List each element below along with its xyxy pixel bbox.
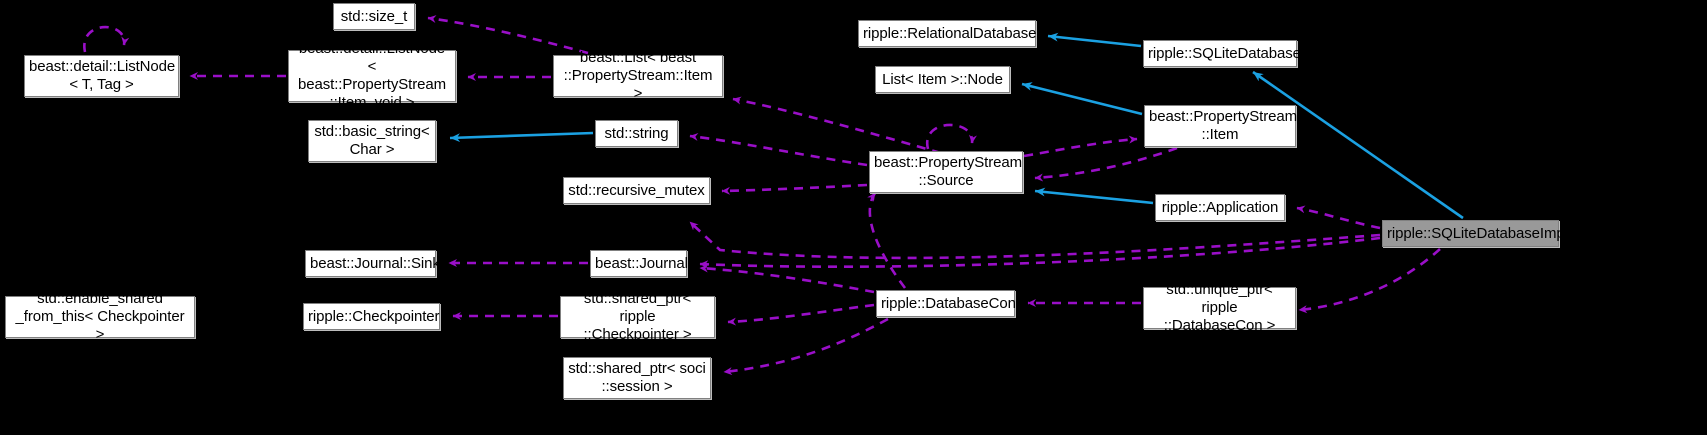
class-node-label: beast::detail::ListNode < T, Tag > bbox=[29, 58, 176, 93]
edge-dbcon-to-soci bbox=[723, 317, 889, 376]
class-node-label: std::enable_shared _from_this< Checkpoin… bbox=[15, 290, 185, 343]
usage-edges bbox=[83, 15, 1441, 376]
class-node-label: ripple::SQLiteDatabase bbox=[1148, 44, 1301, 62]
class-node-label: List< Item >::Node bbox=[882, 70, 1003, 88]
class-node-label: beast::Journal bbox=[595, 254, 688, 272]
edge-source-to-item bbox=[1023, 135, 1138, 158]
edge-imp-to-sqlitedb bbox=[1252, 70, 1464, 220]
class-node-label: beast::Journal::Sink bbox=[310, 254, 440, 272]
class-node-label: std::size_t bbox=[340, 7, 408, 25]
edge-imp-to-mutex bbox=[689, 221, 1381, 260]
class-node-std-string[interactable]: std::string bbox=[595, 120, 678, 147]
edge-source-to-list bbox=[732, 96, 942, 155]
edge-item-to-listnode bbox=[1021, 82, 1143, 116]
class-node-std-unique-ptr-databasecon[interactable]: std::unique_ptr< ripple ::DatabaseCon > bbox=[1143, 281, 1296, 334]
class-node-beast-detail-listnode[interactable]: beast::detail::ListNode < T, Tag > bbox=[24, 55, 179, 97]
edge-string-to-basicstring bbox=[449, 131, 594, 143]
edge-source-to-string bbox=[689, 132, 868, 167]
class-node-ripple-application[interactable]: ripple::Application bbox=[1155, 194, 1285, 221]
class-node-std-shared-ptr-soci-session[interactable]: std::shared_ptr< soci ::session > bbox=[563, 357, 711, 399]
edge-imp-to-journal bbox=[699, 236, 1381, 269]
class-node-label: std::shared_ptr< soci ::session > bbox=[568, 360, 706, 395]
edge-sqlitedb-to-relationaldb bbox=[1047, 32, 1142, 48]
class-node-label: beast::PropertyStream ::Item bbox=[1149, 108, 1297, 143]
class-node-beast-list-item[interactable]: beast::List< beast ::PropertyStream::Ite… bbox=[553, 49, 723, 102]
class-node-ripple-relationaldatabase[interactable]: ripple::RelationalDatabase bbox=[858, 20, 1036, 47]
class-node-std-recursive-mutex[interactable]: std::recursive_mutex bbox=[563, 177, 710, 204]
class-node-std-shared-ptr-checkpointer[interactable]: std::shared_ptr< ripple ::Checkpointer > bbox=[560, 290, 715, 343]
class-node-label: ripple::SQLiteDatabaseImp bbox=[1387, 224, 1565, 242]
class-node-label: ripple::Application bbox=[1161, 198, 1279, 216]
class-node-label: std::string bbox=[604, 124, 669, 142]
class-node-label: std::shared_ptr< ripple ::Checkpointer > bbox=[583, 290, 692, 343]
edge-imp-to-application bbox=[1296, 205, 1381, 230]
edge-dbcon-to-source bbox=[867, 192, 907, 289]
edge-dbcon-to-sharedptrcp bbox=[727, 303, 875, 326]
edge-application-to-source bbox=[1034, 187, 1154, 205]
class-node-std-size-t[interactable]: std::size_t bbox=[333, 3, 415, 30]
class-node-label: beast::List< beast ::PropertyStream::Ite… bbox=[563, 49, 713, 102]
class-node-label: std::unique_ptr< ripple ::DatabaseCon > bbox=[1163, 281, 1276, 334]
class-node-ripple-checkpointer[interactable]: ripple::Checkpointer bbox=[303, 303, 440, 330]
class-node-std-enable-shared-from-this[interactable]: std::enable_shared _from_this< Checkpoin… bbox=[5, 290, 195, 343]
class-node-beast-journal-sink[interactable]: beast::Journal::Sink bbox=[305, 250, 440, 277]
class-node-std-basic-string[interactable]: std::basic_string< Char > bbox=[308, 120, 436, 162]
class-node-ripple-sqlitedatabase[interactable]: ripple::SQLiteDatabase bbox=[1143, 40, 1301, 67]
edge-list-to-sizet bbox=[427, 15, 589, 55]
class-node-ripple-sqlitedatabaseimp[interactable]: ripple::SQLiteDatabaseImp bbox=[1382, 220, 1565, 247]
edge-item-to-source bbox=[1034, 146, 1178, 182]
class-node-label: ripple::Checkpointer bbox=[308, 307, 440, 325]
class-node-beast-propertystream-item[interactable]: beast::PropertyStream ::Item bbox=[1144, 105, 1297, 147]
class-node-label: ripple::DatabaseCon bbox=[881, 294, 1016, 312]
class-node-beast-propertystream-source[interactable]: beast::PropertyStream ::Source bbox=[869, 151, 1023, 193]
edge-source-self bbox=[925, 123, 977, 150]
edge-listnode-self bbox=[83, 25, 130, 53]
class-node-label: ripple::RelationalDatabase bbox=[863, 24, 1037, 42]
class-node-ripple-databasecon[interactable]: ripple::DatabaseCon bbox=[876, 290, 1016, 317]
class-node-label: beast::detail::ListNode < beast::Propert… bbox=[298, 40, 446, 111]
class-node-beast-journal[interactable]: beast::Journal bbox=[590, 250, 688, 277]
class-node-list-item-node[interactable]: List< Item >::Node bbox=[875, 66, 1010, 93]
class-node-label: std::basic_string< Char > bbox=[314, 123, 430, 158]
edge-dbcon-to-journal bbox=[699, 264, 875, 294]
class-node-label: beast::PropertyStream ::Source bbox=[874, 154, 1022, 189]
class-node-label: std::recursive_mutex bbox=[568, 181, 705, 199]
edge-imp-to-uniqueptr bbox=[1298, 248, 1441, 314]
edge-source-to-mutex bbox=[721, 183, 868, 195]
class-node-beast-detail-listnode-item[interactable]: beast::detail::ListNode < beast::Propert… bbox=[288, 40, 456, 111]
inheritance-edges bbox=[449, 32, 1464, 220]
